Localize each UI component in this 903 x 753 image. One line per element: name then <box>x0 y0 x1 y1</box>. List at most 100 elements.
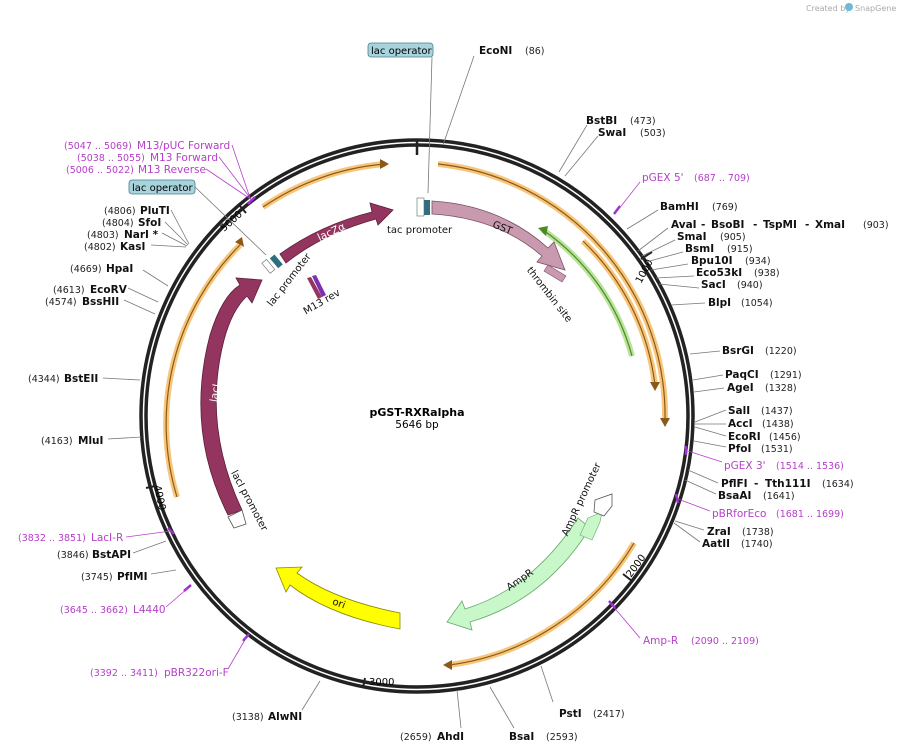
svg-text:PaqCI: PaqCI <box>725 369 759 381</box>
site-bsmi[interactable]: BsmI (915) <box>645 243 753 263</box>
svg-text:(915): (915) <box>727 244 753 255</box>
feature-laczalpha[interactable] <box>279 202 394 264</box>
site-psti[interactable]: PstI(2417) <box>540 665 625 720</box>
svg-text:(769): (769) <box>712 202 738 213</box>
primer-m13-reverse[interactable]: M13 Reverse(5006 .. 5022) <box>66 164 253 201</box>
primer-pbr322ori[interactable]: pBR322ori-F(3392 .. 3411) <box>90 637 247 679</box>
site-pflfi-group[interactable]: PflFI - Tth111I (1634) <box>687 469 854 490</box>
svg-text:TspMI: TspMI <box>763 219 797 231</box>
site-pluti[interactable]: PluTI(4806) <box>104 205 190 245</box>
laci-promoter-arrow-icon <box>227 509 247 529</box>
site-pfoi[interactable]: PfoI (1531) <box>693 440 793 455</box>
svg-text:BsrGI: BsrGI <box>722 345 754 357</box>
site-avai-group[interactable]: AvaI - BsoBI - TspMI - XmaI (903) <box>637 219 889 252</box>
svg-text:BssHII: BssHII <box>82 296 119 308</box>
site-ahdi[interactable]: AhdI(2659) <box>400 689 464 743</box>
primer-l4440[interactable]: L4440(3645 .. 3662) <box>60 587 189 616</box>
primer-pgex5[interactable]: pGEX 5'(687 .. 709) <box>617 172 750 211</box>
ampr-promoter-arrow-icon <box>593 493 613 517</box>
svg-text:AccI: AccI <box>728 418 752 430</box>
svg-text:pGEX 3': pGEX 3' <box>724 460 766 472</box>
site-saci[interactable]: SacI(940) <box>658 279 763 291</box>
site-bstapi[interactable]: BstAPI(3846) <box>57 540 167 561</box>
site-sali[interactable]: SalI (1437) <box>694 405 793 423</box>
feature-laci[interactable] <box>200 277 263 516</box>
feature-ampr[interactable] <box>446 517 591 631</box>
site-mlui[interactable]: MluI(4163) <box>41 435 142 447</box>
svg-text:(2659): (2659) <box>400 732 432 743</box>
svg-text:M13/pUC Forward: M13/pUC Forward <box>137 140 230 152</box>
site-econi[interactable]: EcoNI(86) <box>442 45 545 146</box>
svg-text:AatII: AatII <box>702 538 730 550</box>
primer-mark-m13 <box>247 196 256 205</box>
svg-text:Tth111I: Tth111I <box>765 478 810 490</box>
site-paqci[interactable]: PaqCI(1291) <box>692 369 802 381</box>
svg-text:SalI: SalI <box>728 405 750 417</box>
site-bpu10i[interactable]: Bpu10I (934) <box>650 255 771 271</box>
site-aatii[interactable]: AatII(1740) <box>673 522 773 550</box>
primer-laci-r[interactable]: LacI-R(3832 .. 3851) <box>18 530 172 544</box>
svg-text:(4806): (4806) <box>104 206 136 217</box>
site-pfimi[interactable]: PfIMI(3745) <box>81 569 177 583</box>
site-bsteii[interactable]: BstEII(4344) <box>28 373 141 385</box>
svg-text:Bpu10I: Bpu10I <box>691 255 733 267</box>
svg-text:-: - <box>753 219 757 231</box>
site-zrai[interactable]: ZraI(1738) <box>674 520 774 538</box>
feature-label-laczalpha: lacZα <box>316 221 348 244</box>
svg-text:-: - <box>805 219 809 231</box>
tick-4000 <box>145 485 156 489</box>
site-blpi[interactable]: BlpI(1054) <box>670 297 773 309</box>
tac-promoter-block <box>424 200 430 215</box>
site-ecorv[interactable]: EcoRV(4613) <box>53 284 159 303</box>
primer-ampr[interactable]: Amp-R(2090 .. 2109) <box>611 604 759 647</box>
site-alwni[interactable]: AlwNI(3138) <box>232 680 321 723</box>
site-acci[interactable]: AccI (1438) <box>695 418 794 430</box>
primer-pgex3[interactable]: pGEX 3'(1514 .. 1536) <box>687 450 844 472</box>
site-bamhi[interactable]: BamHI(769) <box>626 201 738 230</box>
svg-text:PfoI: PfoI <box>728 443 751 455</box>
svg-text:pGEX 5': pGEX 5' <box>642 172 684 184</box>
site-nari[interactable]: NarI *(4803) <box>87 229 188 247</box>
operator-box-top[interactable] <box>367 42 434 58</box>
credit-prefix: Created by <box>806 4 850 13</box>
svg-text:PstI: PstI <box>559 708 582 720</box>
svg-text:(2593): (2593) <box>546 732 578 743</box>
feature-gst[interactable] <box>431 200 566 271</box>
site-bsaai[interactable]: BsaAI(1641) <box>684 479 795 502</box>
svg-text:(1634): (1634) <box>822 479 854 490</box>
site-eco53ki[interactable]: Eco53kI(938) <box>655 267 780 279</box>
svg-text:(934): (934) <box>745 256 771 267</box>
svg-text:(5047 .. 5069): (5047 .. 5069) <box>64 141 132 152</box>
site-bsshii[interactable]: BssHII(4574) <box>45 296 156 315</box>
site-bsrgi[interactable]: BsrGI(1220) <box>689 345 797 357</box>
operator-label-left: lac operator <box>132 183 193 194</box>
svg-text:(1437): (1437) <box>761 406 793 417</box>
m13rev-mark-1 <box>307 277 322 299</box>
svg-text:BsmI: BsmI <box>685 243 714 255</box>
primer-m13-puc-forward[interactable]: M13/pUC Forward (5047 .. 5069) <box>64 140 251 199</box>
svg-text:(5038 .. 5055): (5038 .. 5055) <box>77 153 145 164</box>
svg-text:SwaI: SwaI <box>598 127 626 139</box>
svg-text:BsaI: BsaI <box>509 731 534 743</box>
primer-m13-forward[interactable]: M13 Forward(5038 .. 5055) <box>77 152 252 200</box>
site-kasi[interactable]: KasI(4802) <box>84 241 187 253</box>
feature-ori[interactable] <box>275 566 401 630</box>
site-swai[interactable]: SwaI(503) <box>564 127 666 177</box>
operator-label-top: lac operator <box>371 46 432 57</box>
svg-text:(1531): (1531) <box>761 444 793 455</box>
credit-brand: SnapGene <box>855 4 896 13</box>
feature-thrombin-site[interactable] <box>543 264 567 283</box>
svg-text:(1438): (1438) <box>762 419 794 430</box>
site-bstbi[interactable]: BstBI(473) <box>558 115 656 173</box>
site-bsai[interactable]: BsaI (2593) <box>489 686 578 743</box>
svg-text:EcoRI: EcoRI <box>728 431 761 443</box>
site-hpai[interactable]: HpaI(4669) <box>70 263 169 287</box>
svg-text:BstEII: BstEII <box>64 373 98 385</box>
svg-text:PflFI: PflFI <box>721 478 748 490</box>
site-ecori[interactable]: EcoRI(1456) <box>694 426 801 443</box>
site-agei[interactable]: AgeI(1328) <box>693 382 797 394</box>
primer-pbrforeco[interactable]: pBRforEco(1681 .. 1699) <box>677 498 844 520</box>
site-smai[interactable]: SmaI(905) <box>641 231 746 257</box>
site-sfoi[interactable]: SfoI(4804) <box>102 217 189 246</box>
